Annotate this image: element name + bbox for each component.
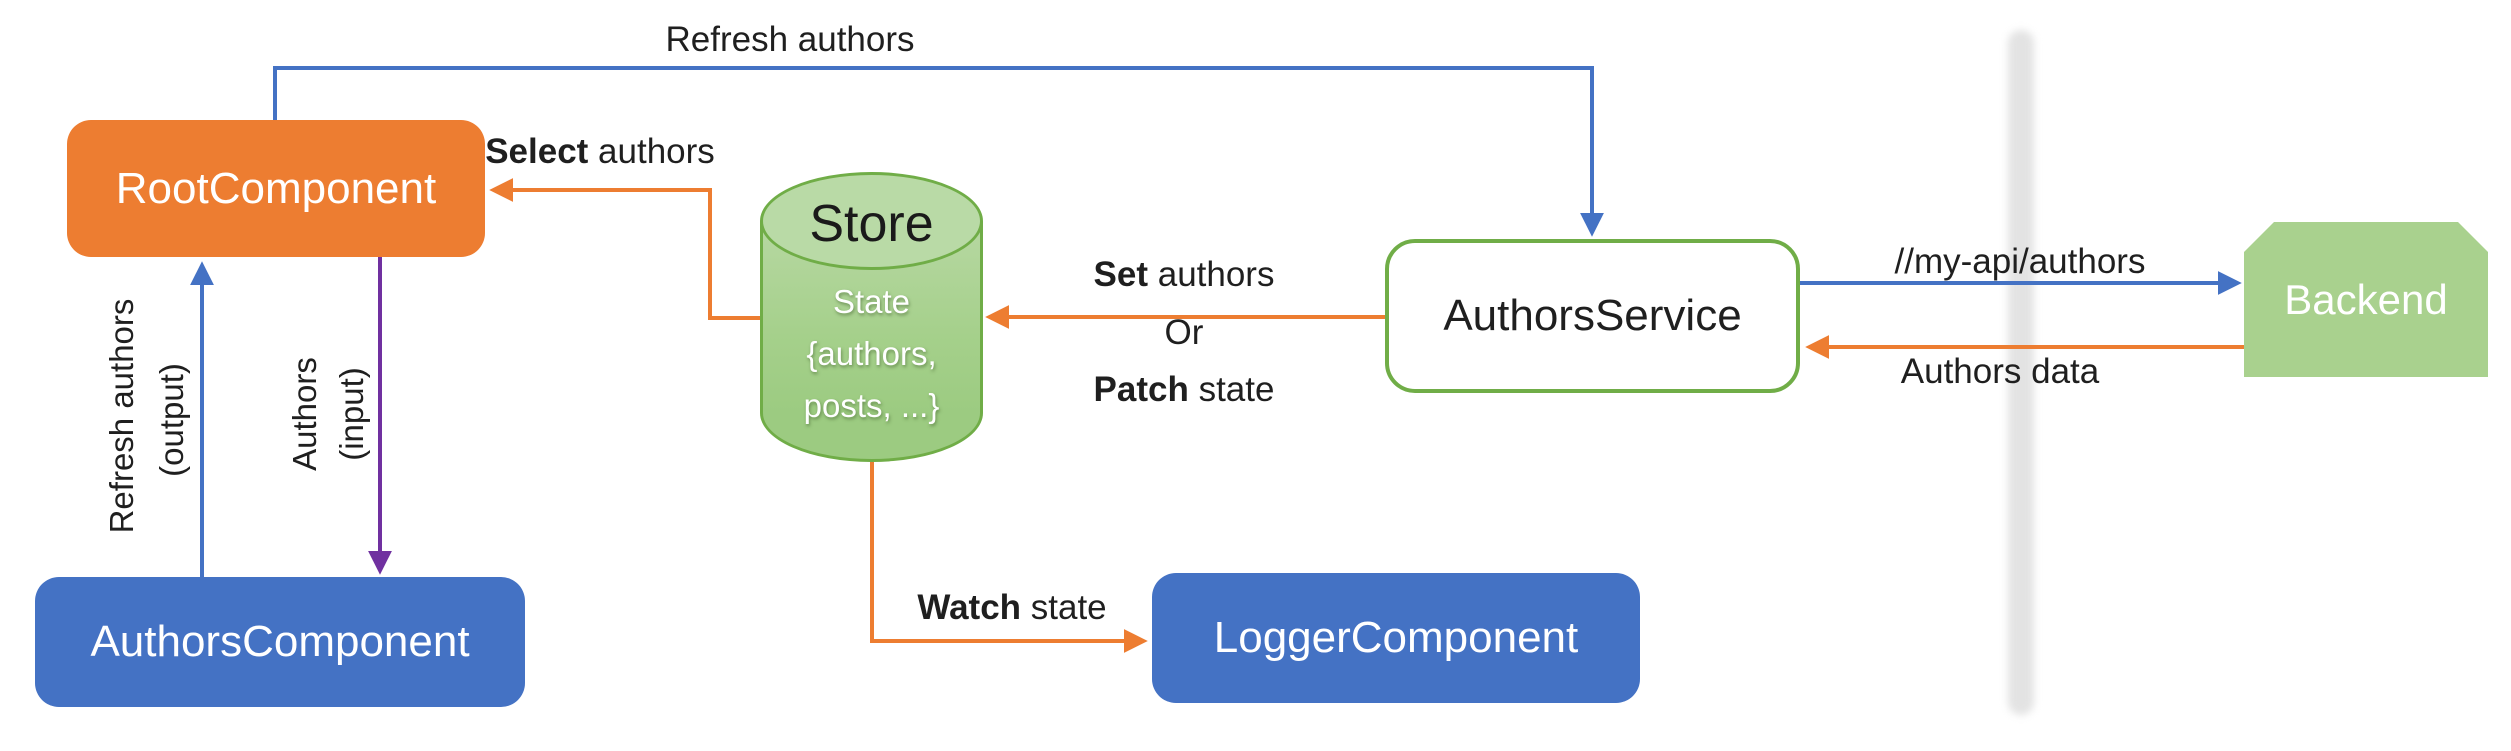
watch-state-arrow (870, 462, 1148, 653)
backend-label: Backend (2284, 275, 2448, 323)
edge-label-my-api-authors: //my-api/authors (1894, 242, 2146, 281)
patch-state-rest: state (1188, 370, 1275, 409)
select-authors-rest: authors (588, 132, 715, 171)
edge-label-select-authors: Select authors (485, 132, 715, 172)
set-authors-bold: Set (1093, 255, 1148, 294)
node-logger-component: LoggerComponent (1152, 573, 1640, 703)
edge-label-authors-data: Authors data (1900, 352, 2100, 391)
edge-label-watch-state: Watch state (917, 588, 1106, 628)
store-state-text: State {authors, posts, ...} (760, 276, 983, 432)
set-authors-rest: authors (1148, 255, 1275, 294)
refresh-authors-top-arrow (273, 66, 1604, 237)
edge-label-set-authors: Set authors (1094, 255, 1275, 295)
authors-service-label: AuthorsService (1443, 291, 1742, 340)
divider-bar (2008, 30, 2034, 715)
edge-label-refresh-authors: Refresh authors (665, 20, 915, 59)
node-backend: Backend (2244, 222, 2488, 377)
node-store-cylinder: Store State {authors, posts, ...} (760, 172, 983, 462)
edge-label-authors-input-line1: Authors (286, 357, 323, 471)
store-cylinder-top: Store (760, 172, 983, 270)
watch-state-rest: state (1021, 588, 1107, 627)
store-title: Store (809, 195, 934, 253)
edge-label-authors-input-line2: (input) (333, 367, 370, 461)
select-authors-arrow (489, 178, 760, 320)
store-state-line: State (832, 283, 911, 320)
node-root-component: RootComponent (67, 120, 485, 257)
logger-component-label: LoggerComponent (1213, 613, 1579, 662)
edge-label-refresh-authors-output-line1: Refresh authors (103, 298, 140, 534)
root-component-label: RootComponent (115, 163, 437, 213)
store-state-line: {authors, (806, 335, 937, 372)
watch-state-bold: Watch (917, 588, 1022, 627)
patch-state-bold: Patch (1093, 370, 1189, 409)
store-state-line: posts, ...} (803, 387, 940, 424)
edge-label-refresh-authors-output-line2: (output) (153, 363, 190, 477)
edge-label-or: Or (1164, 313, 1204, 352)
node-authors-service: AuthorsService (1385, 239, 1800, 393)
select-authors-bold: Select (485, 132, 589, 171)
node-authors-component: AuthorsComponent (35, 577, 525, 707)
edge-label-patch-state: Patch state (1094, 370, 1275, 410)
authors-component-label: AuthorsComponent (90, 617, 470, 666)
